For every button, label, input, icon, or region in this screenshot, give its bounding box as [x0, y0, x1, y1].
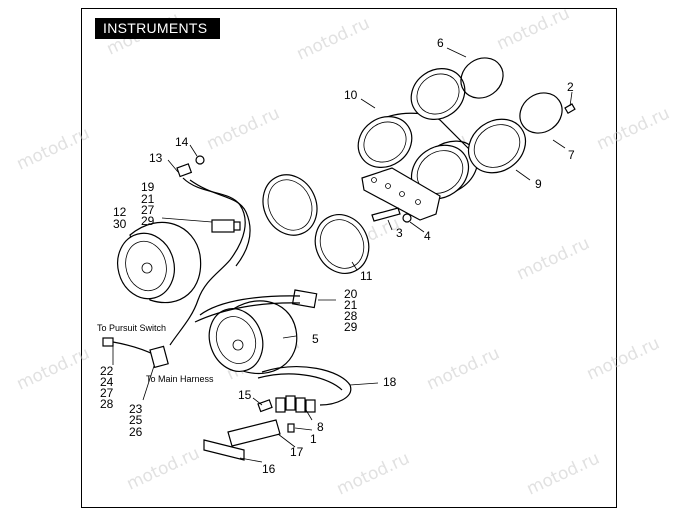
part-4-nut [402, 213, 412, 223]
callout-15: 15 [238, 388, 252, 402]
callout-3: 3 [396, 226, 403, 240]
watermark-text: motod.ru [204, 103, 283, 154]
part-12-left-gauge [117, 221, 202, 304]
part-18-harness [261, 366, 352, 406]
watermark-text: motod.ru [124, 443, 203, 494]
watermark-text: motod.ru [584, 333, 663, 384]
note-main-harness: To Main Harness [146, 374, 214, 384]
part-17-block [227, 419, 281, 447]
pursuit-connector [102, 337, 156, 356]
callout-1: 1 [310, 432, 317, 446]
callout-29a: 29 [141, 214, 155, 228]
callout-4: 4 [424, 229, 431, 243]
callout-30: 30 [113, 217, 127, 231]
callout-21a: 21 [141, 192, 155, 206]
watermark-text: motod.ru [494, 3, 573, 54]
part-5-center-gauge [208, 300, 298, 375]
callout-23: 23 [129, 402, 143, 416]
callout-6: 6 [437, 36, 444, 50]
part-9-gauge-cup [467, 118, 527, 174]
callout-14: 14 [175, 135, 189, 149]
callout-8: 8 [317, 420, 324, 434]
part-11-ring [314, 214, 370, 274]
callout-7: 7 [568, 148, 575, 162]
callout-28b: 28 [344, 309, 358, 323]
note-pursuit-switch: To Pursuit Switch [97, 323, 166, 333]
harness-wire-a [199, 295, 301, 316]
callout-19: 19 [141, 180, 155, 194]
page-title: INSTRUMENTS [95, 18, 220, 39]
watermark-text: motod.ru [524, 448, 603, 499]
ring-upper-left [262, 174, 318, 236]
callout-24: 24 [100, 375, 114, 389]
part-16-lens [203, 439, 245, 461]
callout-21b: 21 [344, 298, 358, 312]
part-8-lamp-sockets [275, 395, 316, 413]
watermark-text: motod.ru [514, 233, 593, 284]
callout-9: 9 [535, 177, 542, 191]
part-18-harness-b [257, 373, 343, 391]
callout-22: 22 [100, 364, 114, 378]
watermark-text: motod.ru [594, 103, 673, 154]
callout-labels: 6 2 10 7 9 14 13 19 21 27 29 12 30 3 4 1… [97, 36, 575, 476]
watermark-text: motod.ru [14, 123, 93, 174]
main-harness-connector [149, 345, 169, 369]
callout-16: 16 [262, 462, 276, 476]
watermark-text: motod.ru [294, 13, 373, 64]
callout-5: 5 [312, 332, 319, 346]
part-13-connector [169, 155, 251, 346]
watermark-text: motod.ru [334, 448, 413, 499]
callout-17: 17 [290, 445, 304, 459]
callout-18: 18 [383, 375, 397, 389]
callout-11: 11 [360, 269, 373, 283]
callout-20: 20 [344, 287, 358, 301]
callout-27c: 27 [100, 386, 114, 400]
callout-28c: 28 [100, 397, 114, 411]
watermark-text: motod.ru [14, 343, 93, 394]
watermark-text: motod.ru [424, 343, 503, 394]
part-1-bulb [287, 423, 295, 433]
callout-26: 26 [129, 425, 143, 439]
callout-13: 13 [149, 151, 163, 165]
diagram-frame [81, 8, 617, 508]
callout-29b: 29 [344, 320, 358, 334]
callout-25: 25 [129, 413, 143, 427]
harness-wire-b [194, 302, 301, 323]
callout-2: 2 [567, 80, 574, 94]
connector-19 [211, 219, 241, 233]
part-15-bulb [257, 399, 273, 413]
part-6-upper-cup [410, 68, 466, 120]
part-6-seal-ring [460, 57, 504, 99]
callout-27a: 27 [141, 203, 155, 217]
mounting-bracket [361, 167, 441, 221]
leader-lines [112, 47, 573, 463]
part-7-seal-ring [519, 92, 563, 134]
connector-20 [291, 289, 318, 309]
part-3-bolt [371, 207, 401, 222]
callout-10: 10 [344, 88, 358, 102]
part-2-screw [564, 103, 576, 115]
callout-12: 12 [113, 205, 127, 219]
